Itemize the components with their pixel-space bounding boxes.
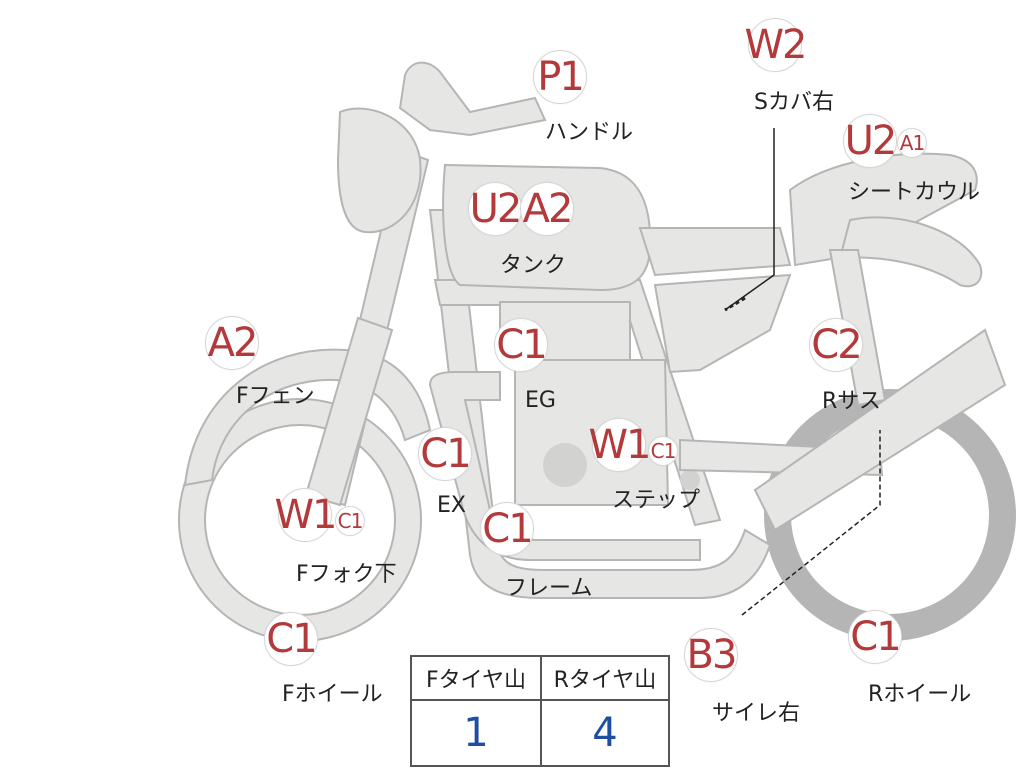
seat-cowl-tail xyxy=(838,216,983,288)
part-code-frame: C1 xyxy=(480,502,534,556)
part-subcode-front-fork-lower: C1 xyxy=(335,506,365,536)
side-cover-leader-dash xyxy=(724,296,746,312)
part-label-rear-suspension: Rサス xyxy=(822,389,881,414)
part-label-tank: タンク xyxy=(500,253,567,278)
silencer-leader-line xyxy=(741,430,881,616)
part-code-seat-cowl: U2 xyxy=(843,114,897,168)
table-value-rear-tire: 4 xyxy=(592,710,618,756)
side-cover-leader-line xyxy=(724,128,775,311)
part-label-exhaust: EX xyxy=(437,493,466,518)
part-label-frame: フレーム xyxy=(505,576,593,601)
seat-shape xyxy=(638,227,792,277)
part-label-front-fender: Fフェン xyxy=(236,384,315,409)
fork-cover-shape xyxy=(304,316,394,507)
part-code-rear-wheel: C1 xyxy=(848,610,902,664)
part-code-silencer-right: B3 xyxy=(684,628,738,682)
part-code-engine: C1 xyxy=(494,318,548,372)
part-label-silencer-right: サイレ右 xyxy=(712,701,801,726)
frame-upper-shape xyxy=(433,279,722,527)
part-code-front-fork-lower: W1 xyxy=(275,488,338,542)
part-label-seat-cowl: シートカウル xyxy=(848,180,981,205)
part-code-side-cover-right: W2 xyxy=(745,18,808,72)
side-cover-shape xyxy=(653,273,792,374)
table-header-front-tire: Fタイヤ山 xyxy=(412,657,542,701)
frame-shape xyxy=(428,209,772,599)
part-subcode-seat-cowl: A1 xyxy=(897,128,927,158)
table-header-rear-tire: Rタイヤ山 xyxy=(542,657,668,701)
part-code-exhaust: C1 xyxy=(418,427,472,481)
part-label-rear-wheel: Rホイール xyxy=(868,682,972,707)
part-subcode-step: C1 xyxy=(648,436,678,466)
part-code-front-wheel: C1 xyxy=(264,612,318,666)
engine-cover-circle xyxy=(543,443,587,487)
seat-cowl-shape xyxy=(788,152,978,267)
engine-cover-circle-small xyxy=(680,470,700,490)
part-code-rear-suspension: C2 xyxy=(809,318,863,372)
tire-tread-table: Fタイヤ山 Rタイヤ山 1 4 xyxy=(410,655,670,767)
part-label-front-fork-lower: Fフォク下 xyxy=(296,562,397,587)
part-code-tank-2: A2 xyxy=(520,182,574,236)
part-label-side-cover-right: Sカバ右 xyxy=(754,90,834,115)
part-label-engine: EG xyxy=(525,388,556,413)
part-code-front-fender: A2 xyxy=(205,316,259,370)
part-code-step: W1 xyxy=(589,418,652,472)
part-code-handlebar: P1 xyxy=(533,50,587,104)
part-label-front-wheel: Fホイール xyxy=(282,682,383,707)
part-label-step: ステップ xyxy=(612,488,701,513)
part-label-handlebar: ハンドル xyxy=(545,120,634,145)
headlight-shape xyxy=(336,107,422,234)
handlebar-shape xyxy=(398,61,547,137)
part-code-tank-1: U2 xyxy=(468,182,522,236)
table-value-front-tire: 1 xyxy=(412,701,542,765)
